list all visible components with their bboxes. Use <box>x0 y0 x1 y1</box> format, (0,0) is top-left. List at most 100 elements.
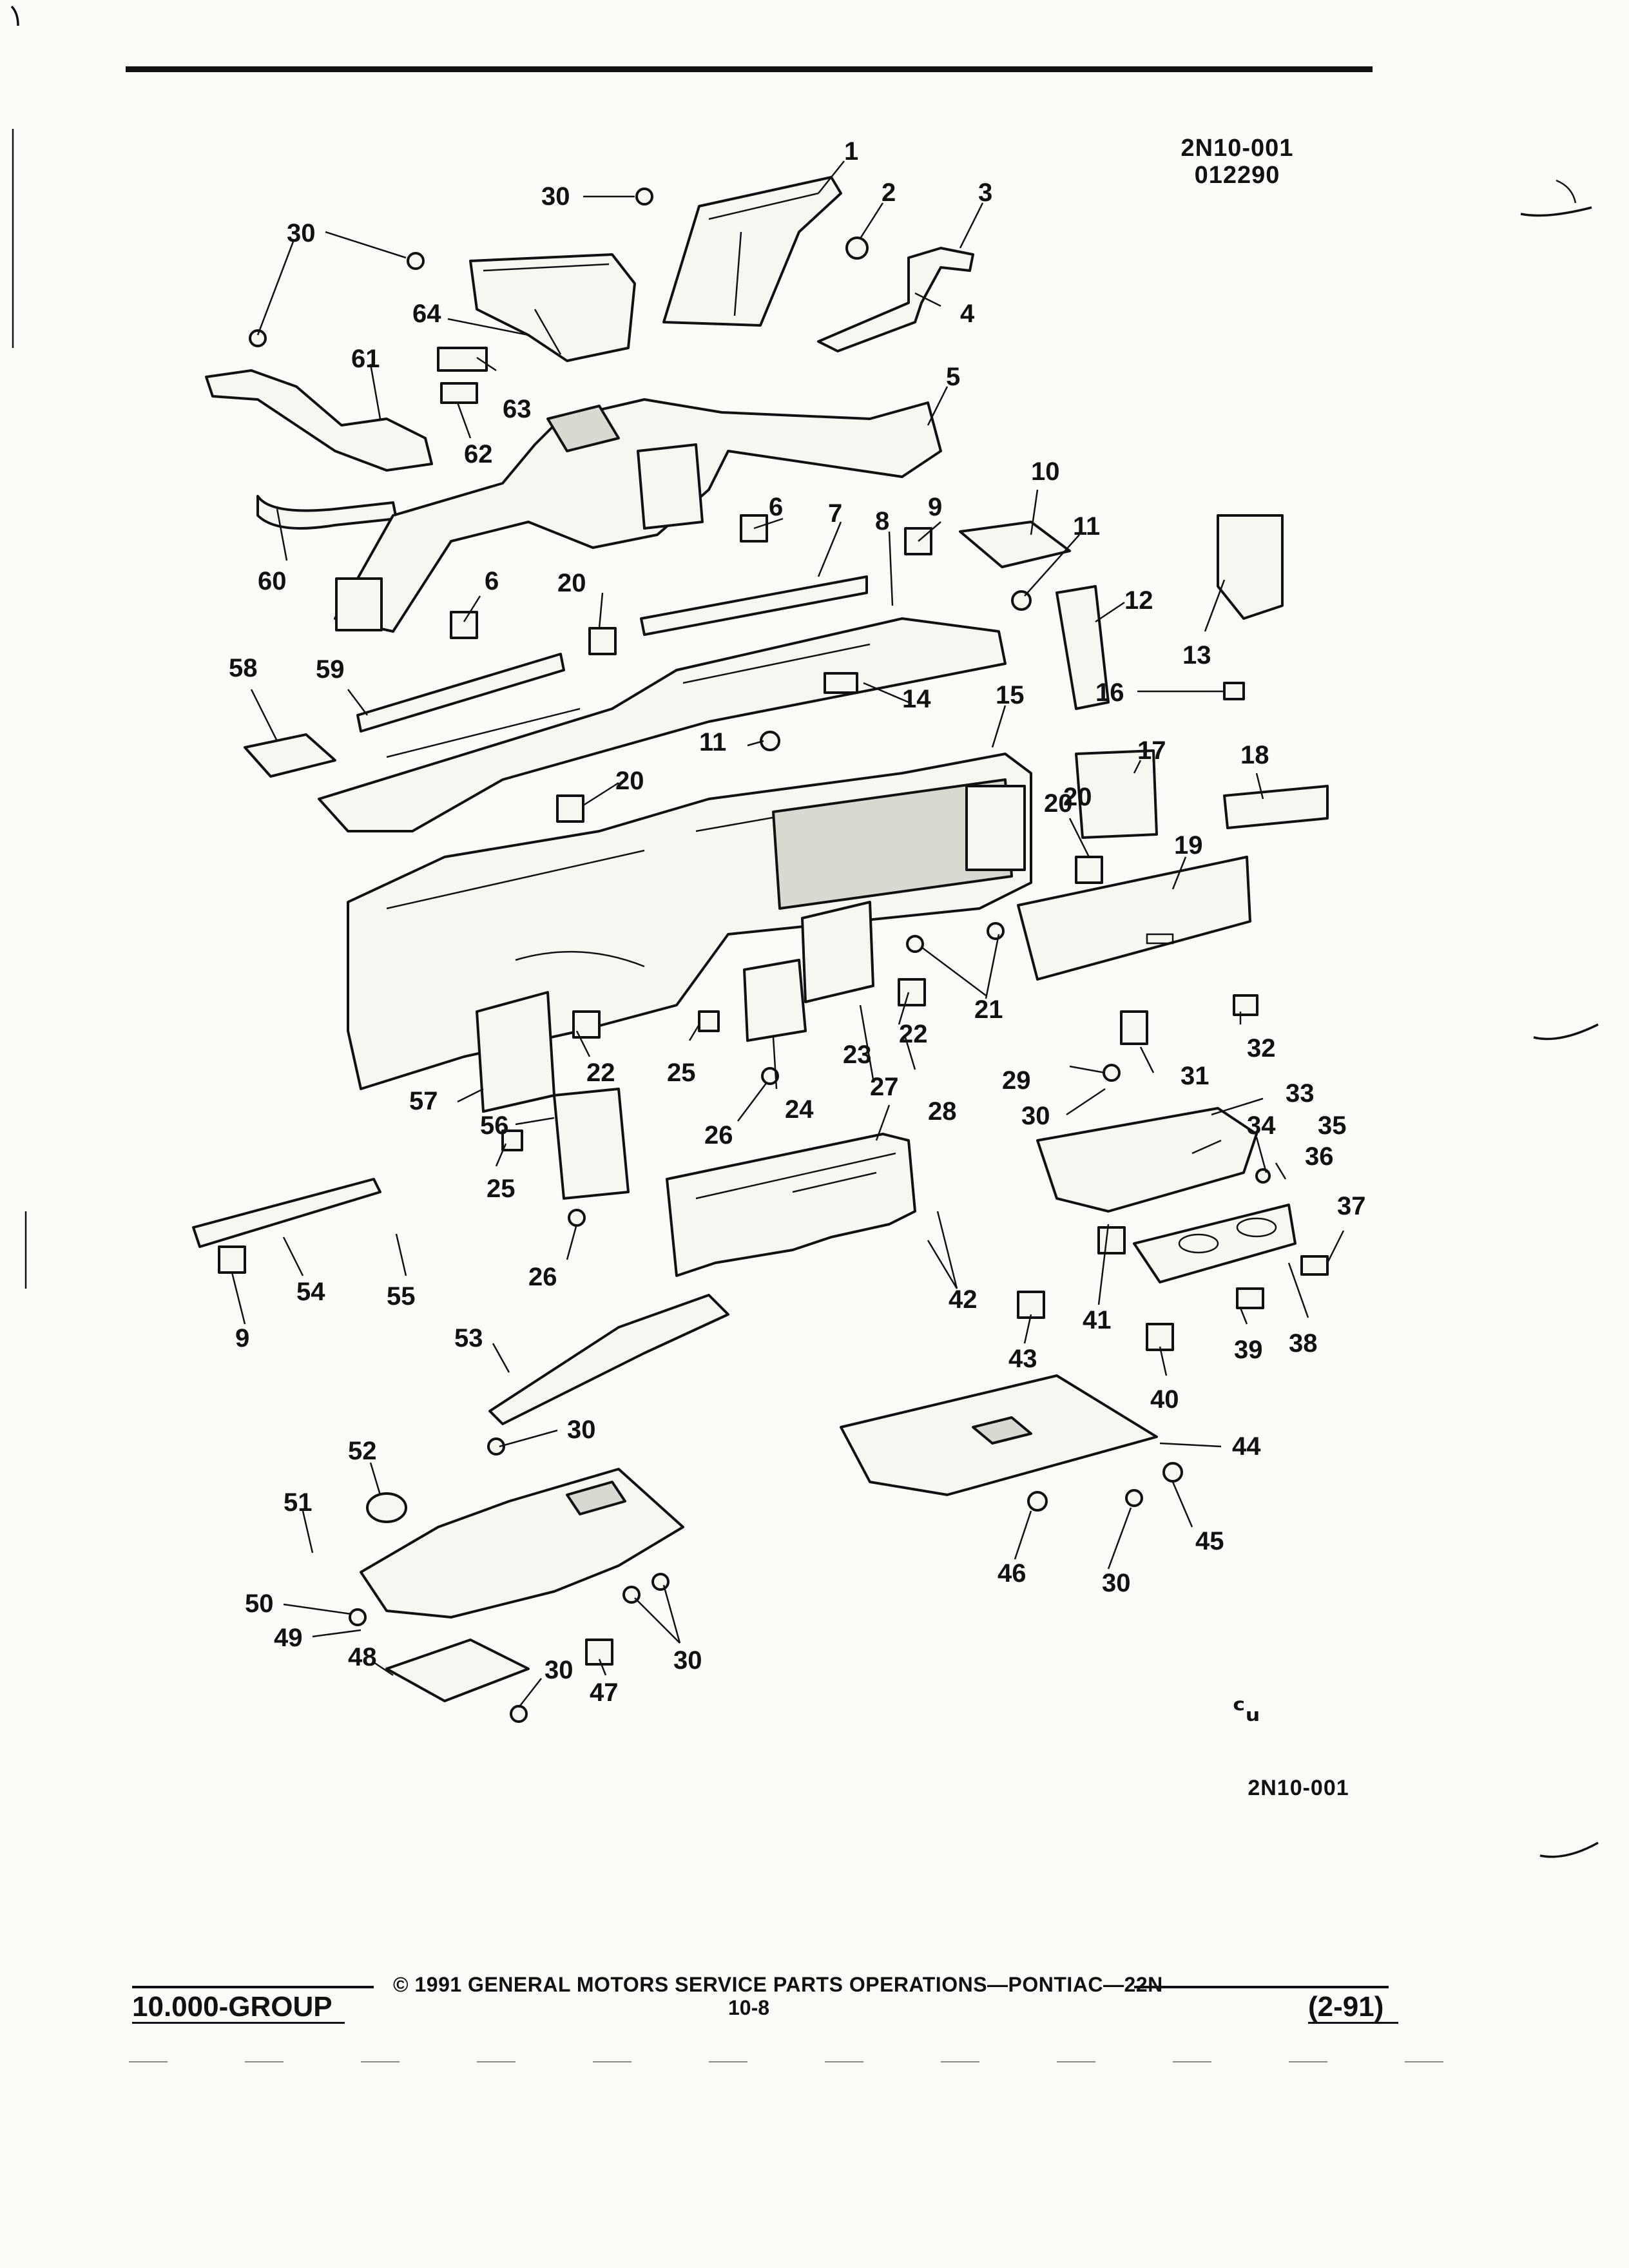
callout-3: 3 <box>978 178 992 207</box>
callout-30g: 30 <box>545 1656 574 1684</box>
part-44-lower-panel <box>840 1374 1158 1496</box>
callout-18: 18 <box>1240 741 1269 769</box>
callout-41: 41 <box>1083 1306 1112 1334</box>
part-60-hose <box>256 495 398 530</box>
part-23-vent <box>801 901 874 1003</box>
part-2-4-linkage <box>817 236 974 352</box>
callout-numbers: 1 2 3 4 5 6 6 7 8 9 9 10 11 11 12 13 14 … <box>229 137 1366 1707</box>
part-19-door <box>1017 856 1251 981</box>
callout-24: 24 <box>785 1095 814 1124</box>
callout-11b: 11 <box>699 728 726 756</box>
callout-22a: 22 <box>899 1020 928 1048</box>
footer-rule-left <box>132 1986 374 1988</box>
callout-51: 51 <box>284 1488 313 1517</box>
margin-mark <box>1520 206 1592 217</box>
part-12-bracket <box>1055 585 1110 710</box>
callout-19: 19 <box>1174 831 1203 860</box>
callout-25a: 25 <box>667 1059 696 1087</box>
callout-26b: 26 <box>528 1263 557 1291</box>
callout-7: 7 <box>828 499 842 528</box>
callout-13: 13 <box>1182 641 1211 669</box>
callout-53: 53 <box>454 1324 483 1352</box>
part-27-cluster-bezel <box>666 1133 916 1277</box>
callout-30d: 30 <box>567 1416 596 1444</box>
callout-42: 42 <box>949 1285 978 1314</box>
callout-5: 5 <box>946 363 960 391</box>
callout-64: 64 <box>412 300 441 328</box>
part-58-pad <box>244 733 336 778</box>
callout-15: 15 <box>996 681 1025 709</box>
part-1-duct <box>662 176 842 327</box>
callout-29: 29 <box>1002 1066 1031 1095</box>
part-5-defroster-duct <box>334 398 942 633</box>
part-49-lower-panel <box>360 1468 684 1619</box>
callout-21: 21 <box>974 995 1003 1024</box>
callout-25b: 25 <box>487 1175 516 1203</box>
callout-20b: 20 <box>615 767 644 795</box>
callout-57: 57 <box>409 1087 438 1115</box>
part-56-switch <box>553 1088 630 1200</box>
margin-mark <box>1533 1023 1599 1041</box>
callout-37: 37 <box>1337 1192 1366 1220</box>
part-63-clip <box>437 347 488 372</box>
callout-14: 14 <box>902 685 931 713</box>
callout-26a: 26 <box>704 1121 733 1149</box>
part-53-knee-bolster <box>488 1294 729 1425</box>
footer-rule-bottom-left <box>132 2022 345 2024</box>
part-54-bracket <box>192 1178 381 1248</box>
callout-50: 50 <box>245 1590 274 1618</box>
callout-56: 56 <box>480 1111 509 1140</box>
top-rule <box>126 66 1373 72</box>
footer-rule-bottom-right <box>1308 2022 1398 2024</box>
callout-33: 33 <box>1286 1079 1315 1108</box>
callout-27: 27 <box>870 1073 899 1101</box>
part-8-upper-pad <box>318 617 1007 832</box>
callout-63: 63 <box>503 395 532 423</box>
margin-mark <box>1539 1841 1599 1858</box>
callout-46: 46 <box>998 1559 1027 1588</box>
part-48-cover <box>385 1639 530 1702</box>
callout-30b: 30 <box>287 219 316 247</box>
part-61-hose <box>205 369 433 472</box>
callout-11: 11 <box>1073 512 1100 541</box>
callout-34: 34 <box>1247 1111 1276 1140</box>
callout-32: 32 <box>1247 1034 1276 1062</box>
part-7-grille <box>640 575 868 636</box>
callout-54: 54 <box>296 1278 325 1306</box>
callout-16: 16 <box>1095 678 1124 707</box>
callout-49: 49 <box>274 1624 303 1652</box>
callout-20a: 20 <box>557 569 586 597</box>
part-10-pad <box>959 521 1071 568</box>
callout-60: 60 <box>258 567 287 595</box>
footer-rule-right <box>1134 1986 1389 1988</box>
leader-lines <box>231 160 1345 1708</box>
callout-30f: 30 <box>673 1646 702 1675</box>
callout-20c: 20 <box>1044 789 1073 818</box>
part-62-clip <box>440 382 478 404</box>
cu-mark-icon: ᶜᵤ <box>1232 1691 1260 1729</box>
part-64-duct <box>469 253 636 362</box>
callout-43: 43 <box>1008 1345 1037 1373</box>
bottom-drawing-code: 2N10-001 <box>1248 1776 1349 1800</box>
part-24-switch <box>743 959 807 1042</box>
fasteners <box>218 187 1329 1723</box>
callout-6b: 6 <box>485 567 499 595</box>
callout-30e: 30 <box>1102 1569 1131 1597</box>
part-18-switch <box>1223 785 1329 829</box>
callout-9b: 9 <box>235 1324 249 1352</box>
part-59-grille <box>356 653 565 733</box>
callout-47: 47 <box>590 1678 619 1707</box>
callout-45: 45 <box>1195 1527 1224 1555</box>
callout-30a: 30 <box>541 182 570 211</box>
callout-48: 48 <box>348 1643 377 1671</box>
margin-mark <box>10 5 19 26</box>
date-code: 012290 <box>1194 162 1280 189</box>
callout-52: 52 <box>348 1437 377 1465</box>
drawing-code: 2N10-001 <box>1181 135 1294 162</box>
callout-30c: 30 <box>1021 1102 1050 1130</box>
margin-mark <box>1556 179 1577 204</box>
callout-38: 38 <box>1289 1329 1318 1358</box>
callout-9: 9 <box>928 493 942 521</box>
part-38-console <box>1133 1204 1296 1283</box>
